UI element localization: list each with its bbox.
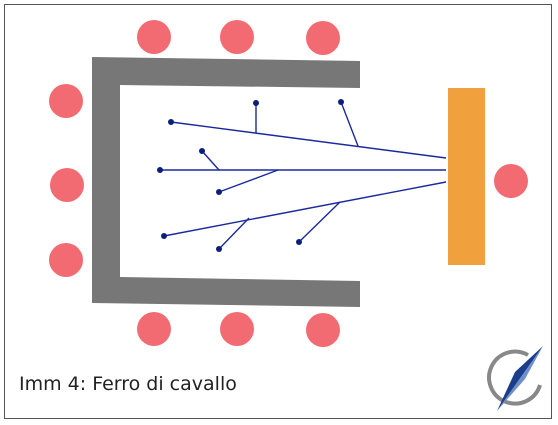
sight-line-endpoints bbox=[157, 99, 344, 252]
seat-dot-top-2 bbox=[220, 20, 254, 54]
horseshoe-arrangement bbox=[92, 57, 360, 307]
seat-dots bbox=[49, 20, 528, 347]
horseshoe-shape bbox=[92, 57, 360, 307]
seat-dot-bottom-1 bbox=[137, 312, 171, 346]
line-endpoint bbox=[216, 189, 222, 195]
sight-line-branch-1b bbox=[340, 101, 359, 147]
seat-dot-left-2 bbox=[50, 168, 84, 202]
seat-dot-bottom-3 bbox=[306, 313, 340, 347]
sight-line-branch-4b bbox=[298, 201, 341, 243]
seat-dot-top-3 bbox=[306, 21, 340, 55]
line-endpoint bbox=[253, 100, 259, 106]
compass-icon bbox=[487, 346, 543, 411]
sight-line-branch-2a bbox=[201, 150, 220, 171]
line-endpoint bbox=[161, 233, 167, 239]
sight-line-branch-4a bbox=[218, 217, 250, 250]
screen-rect bbox=[448, 88, 485, 265]
seat-dot-left-1 bbox=[49, 84, 83, 118]
line-endpoint bbox=[168, 119, 174, 125]
sight-line-1 bbox=[170, 121, 447, 159]
sight-line-3 bbox=[218, 169, 279, 193]
line-endpoint bbox=[157, 167, 163, 173]
seat-dot-left-3 bbox=[49, 243, 83, 277]
seat-dot-top-1 bbox=[137, 20, 171, 54]
sight-lines bbox=[160, 101, 447, 250]
line-endpoint bbox=[338, 99, 344, 105]
seat-dot-bottom-2 bbox=[220, 312, 254, 346]
sight-line-4 bbox=[163, 181, 447, 237]
line-endpoint bbox=[216, 246, 222, 252]
seat-dot-right bbox=[494, 164, 528, 198]
line-endpoint bbox=[199, 148, 205, 154]
line-endpoint bbox=[296, 239, 302, 245]
figure-caption: Imm 4: Ferro di cavallo bbox=[19, 373, 237, 395]
